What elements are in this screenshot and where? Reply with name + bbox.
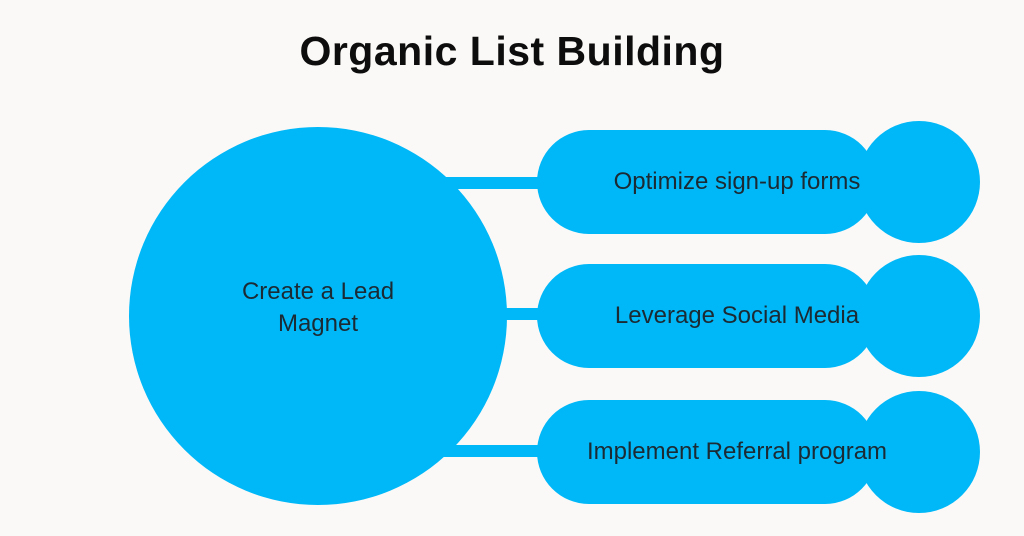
branch-end-circle <box>858 391 980 513</box>
branch-end-circle <box>858 255 980 377</box>
branch-pill-body <box>537 400 877 504</box>
branch-pill-body <box>537 264 877 368</box>
branch-label: Implement Referral program <box>586 438 888 465</box>
branch-pill-body <box>537 130 877 234</box>
branch-node-implement-referral-program: Implement Referral program <box>537 391 980 513</box>
page-title: Organic List Building <box>299 28 725 74</box>
branch-node-leverage-social-media: Leverage Social Media <box>537 255 980 377</box>
branch-label: Optimize sign-up forms <box>613 168 861 195</box>
branch-label: Leverage Social Media <box>614 302 860 329</box>
center-node-circle: Create a Lead Magnet <box>129 127 507 505</box>
branch-node-optimize-signup-forms: Optimize sign-up forms <box>537 121 980 243</box>
center-node-label: Create a Lead Magnet <box>241 277 395 337</box>
branch-end-circle <box>858 121 980 243</box>
connector-line-bottom <box>420 445 565 457</box>
connector-line-top <box>420 177 565 189</box>
